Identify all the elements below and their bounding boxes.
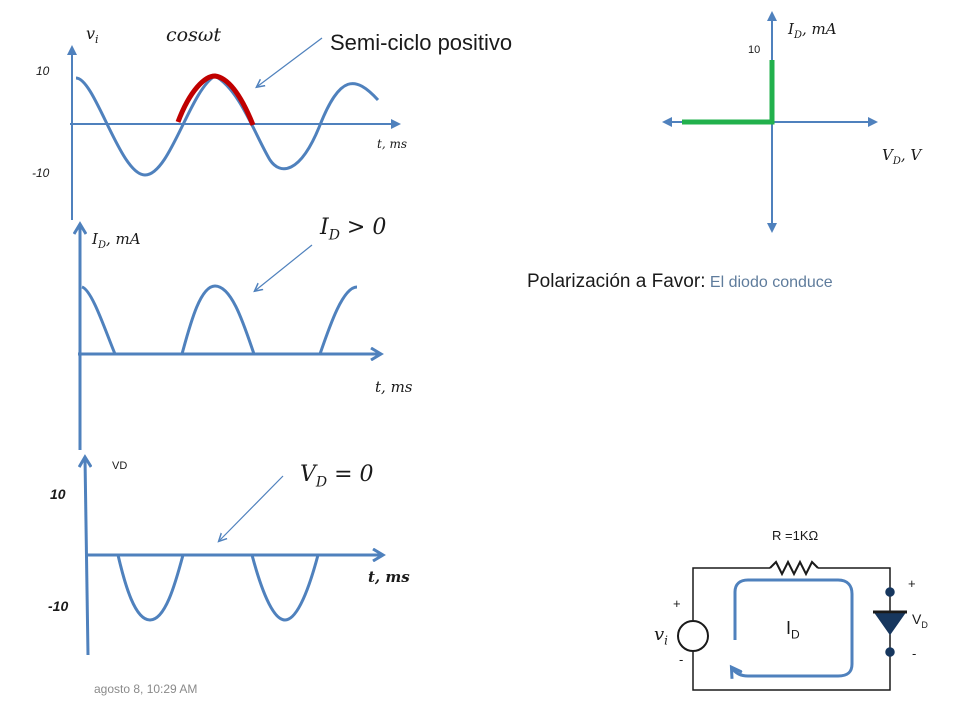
circuit-wire-right-top (818, 567, 891, 612)
diode-triangle (874, 613, 906, 636)
current-y-label: ID, mA (92, 230, 141, 251)
diode-terminal-bottom (885, 647, 895, 657)
current-waveform (81, 284, 358, 356)
positive-half-cycle-label: Semi-ciclo positivo (330, 30, 513, 55)
circuit (677, 559, 907, 691)
top-y-label: vi (86, 24, 99, 47)
voltage-y-label: VD (112, 460, 128, 472)
source-plus: + (673, 596, 681, 611)
diode-terminal-top (885, 587, 895, 597)
iv-y-label: ID, mA (788, 20, 837, 41)
diode-minus: - (912, 646, 917, 661)
resistor-label: R =1KΩ (772, 528, 819, 543)
iv-characteristic (662, 11, 878, 233)
voltage-tick-max: 10 (50, 486, 66, 502)
current-x-label: t, ms (375, 378, 413, 396)
resistor-symbol (769, 559, 819, 577)
iv-tick: 10 (748, 44, 761, 56)
current-loop-arrow (732, 578, 854, 676)
voltage-x-label: t, ms (368, 568, 410, 586)
current-annotation: ID > 0 (320, 215, 387, 244)
current-label: ID (786, 618, 800, 642)
voltage-tick-min: -10 (48, 598, 69, 614)
circuit-wire-left-top (692, 567, 770, 620)
positive-half-cycle (175, 73, 256, 126)
voltage-waveform (88, 553, 320, 622)
voltage-plot (85, 458, 382, 656)
source-minus: - (679, 652, 684, 667)
voltage-pointer-arrow (220, 475, 284, 540)
bias-status: Polarización a Favor: El diodo conduce (527, 271, 833, 293)
iv-curve (682, 60, 775, 125)
voltage-annotation: VD = 0 (300, 462, 374, 491)
bias-status-title: Polarización a Favor: (527, 271, 706, 292)
input-signal-plot (67, 37, 401, 220)
voltage-source-symbol (677, 620, 709, 652)
diode-plus: + (908, 576, 916, 591)
source-label: vi (654, 624, 669, 648)
circuit-wire-bottom (692, 634, 891, 691)
highlight-pointer-arrow (258, 37, 323, 86)
top-tick-min: -10 (32, 166, 50, 180)
current-plot (78, 225, 380, 450)
bias-status-subtitle: El diodo conduce (709, 274, 833, 291)
footer-timestamp: agosto 8, 10:29 AM (94, 682, 198, 696)
diode-voltage-label: VD (912, 611, 928, 630)
cosine-label: cosωt (166, 24, 221, 46)
top-x-label: t, ms (377, 137, 407, 151)
cosine-wave (75, 74, 380, 177)
top-tick-max: 10 (36, 64, 50, 78)
current-pointer-arrow (256, 244, 313, 290)
iv-x-label: VD, V (882, 146, 922, 167)
